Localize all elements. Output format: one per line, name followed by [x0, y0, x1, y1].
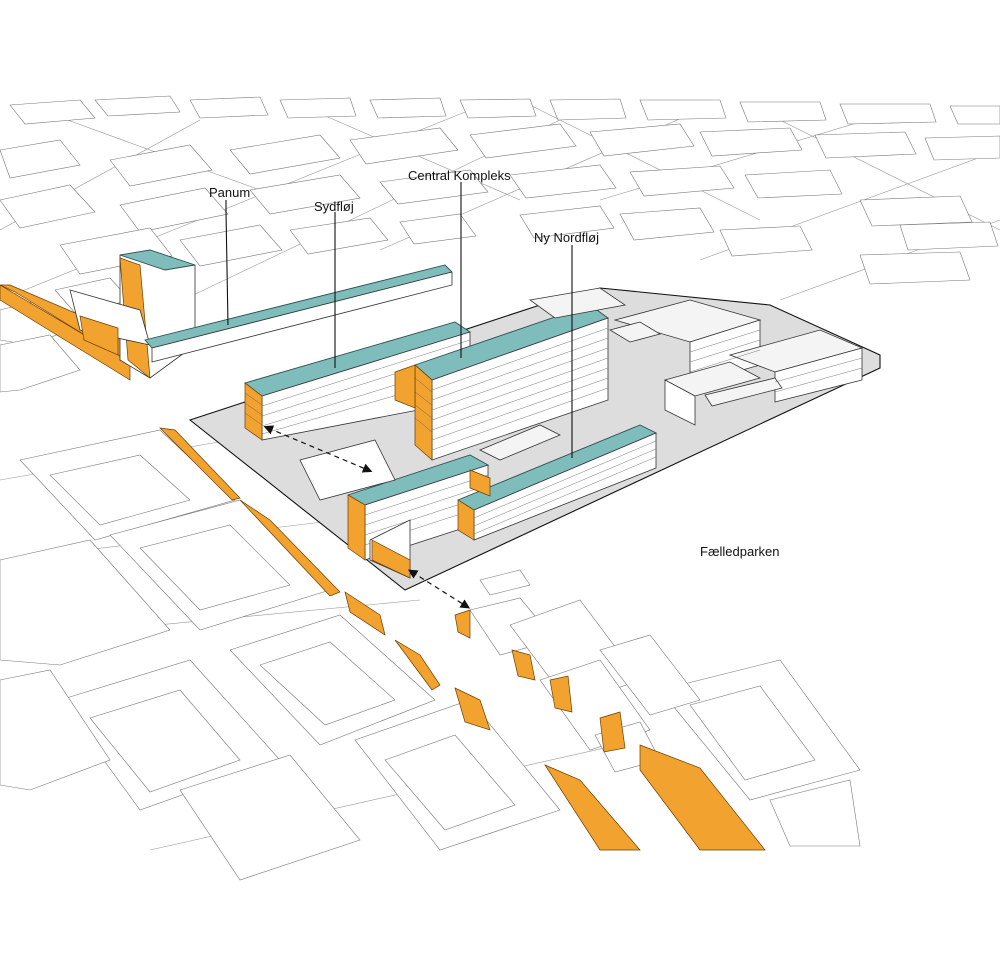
label-panum: Panum	[209, 185, 250, 200]
highlighted-facades	[0, 284, 766, 851]
label-sydfloj: Sydfløj	[314, 199, 354, 214]
ny-nordfloj-building	[346, 424, 658, 579]
label-central-kompleks: Central Kompleks	[408, 168, 511, 183]
existing-buildings-east	[528, 287, 864, 426]
label-faelledparken: Fælledparken	[700, 544, 780, 559]
central-kompleks-building	[394, 304, 609, 461]
label-leaders	[225, 182, 573, 458]
context-city-north	[0, 95, 1000, 393]
label-ny-nordfloj: Ny Nordfløj	[534, 230, 599, 245]
panum-connector-wing	[144, 264, 453, 363]
sydfloj-building	[244, 321, 472, 441]
connection-arrows	[263, 425, 471, 609]
context-city-south	[0, 429, 861, 881]
